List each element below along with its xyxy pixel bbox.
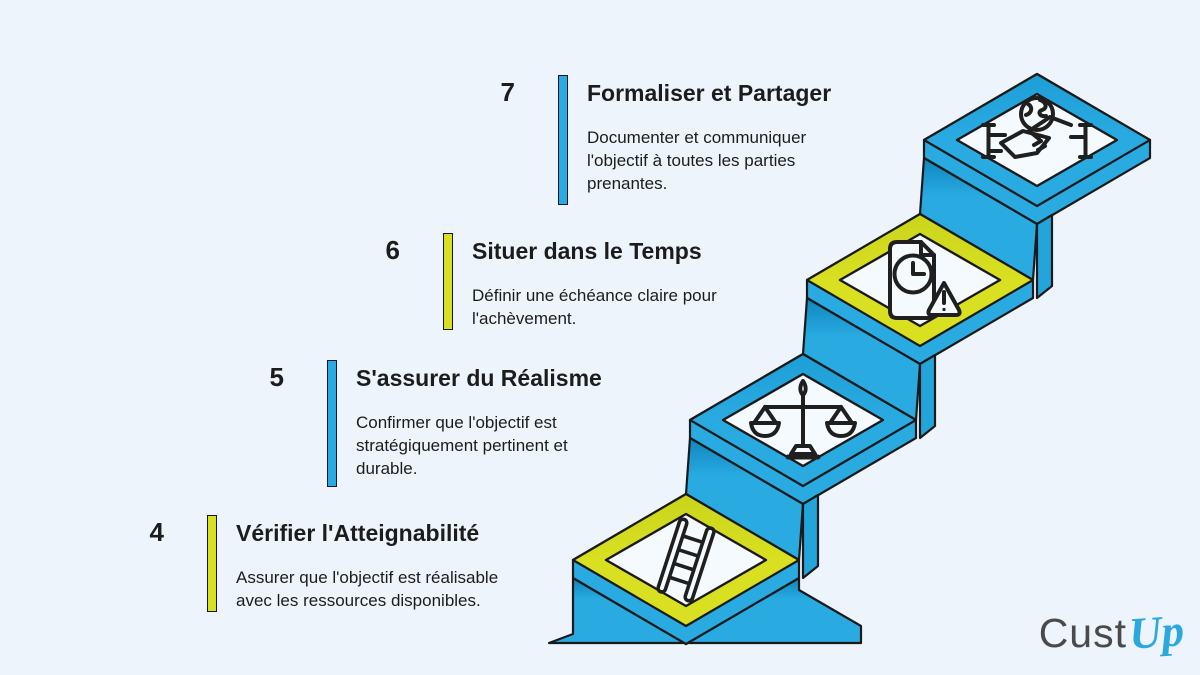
step-title: Vérifier l'Atteignabilité [236,520,480,546]
step-7-block: 7 Formaliser et Partager Documenter et c… [455,75,875,210]
stair-riser-5-4 [684,436,820,580]
step-5-block: 5 S'assurer du Réalisme Confirmer que l'… [224,360,644,495]
step-title: Formaliser et Partager [587,80,832,106]
stair-step-7 [922,72,1152,226]
step-number: 6 [385,235,400,265]
logo-text-secondary: Up [1127,605,1186,659]
step-accent-bar [443,233,453,330]
step-description: Définir une échéance claire pour l'achèv… [472,286,717,328]
balance-scale-icon [749,379,857,460]
step-title: S'assurer du Réalisme [356,365,602,391]
step-number: 4 [149,517,164,547]
step-4-block: 4 Vérifier l'Atteignabilité Assurer que … [104,515,544,625]
step-accent-bar [558,75,568,205]
step-title: Situer dans le Temps [472,238,702,264]
step-accent-bar [327,360,337,487]
stair-riser-7-6 [918,156,1054,300]
step-number: 5 [269,362,284,392]
deadline-document-icon [888,240,962,320]
step-description: Assurer que l'objectif est réalisable av… [236,568,499,610]
handshake-globe-icon [981,96,1093,159]
step-description: Documenter et communiquer l'objectif à t… [587,128,807,193]
custup-logo: CustUp [1038,605,1186,659]
logo-text-primary: Cust [1038,610,1127,656]
step-number: 7 [500,77,515,107]
step-accent-bar [207,515,217,612]
ladder-icon [656,517,716,603]
step-6-block: 6 Situer dans le Temps Définir une échéa… [340,233,760,343]
stair-riser-6-5 [801,296,937,440]
step-description: Confirmer que l'objectif est stratégique… [356,413,568,478]
